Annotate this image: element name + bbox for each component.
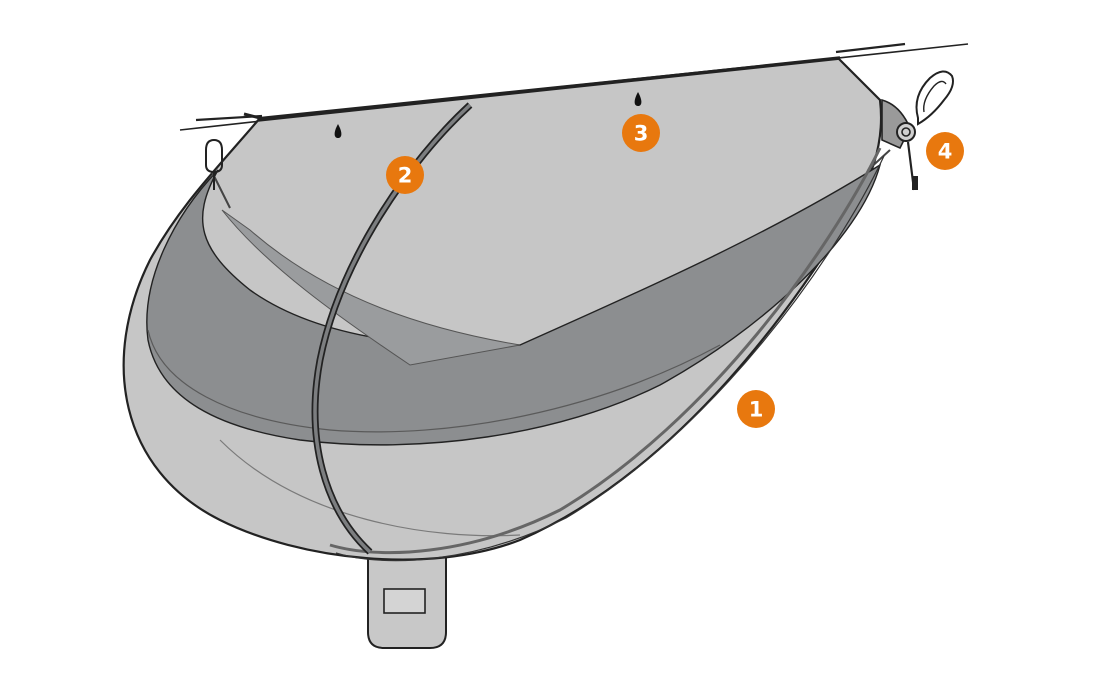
drip-loop-icon — [334, 92, 642, 138]
carabiner-icon — [205, 138, 223, 190]
callout-4-label: 4 — [938, 140, 953, 164]
hammock-lower-hem — [147, 329, 721, 433]
callout-3-badge — [622, 114, 660, 152]
callout-1: 1 — [737, 390, 775, 428]
callout-1-badge — [737, 390, 775, 428]
stuff-sack-icon — [367, 539, 447, 649]
cord-lock-icon — [912, 176, 918, 190]
callout-2-badge — [386, 156, 424, 194]
hammock-inner-fold — [221, 209, 521, 366]
zipper-edge-highlight — [335, 155, 885, 562]
callout-2-label: 2 — [398, 164, 413, 188]
lower-mesh-seam — [219, 439, 521, 537]
end-carabiner-cinch — [881, 70, 954, 191]
callout-2: 2 — [386, 156, 424, 194]
callout-3: 3 — [622, 114, 660, 152]
callout-4-badge — [926, 132, 964, 170]
callout-4: 4 — [926, 132, 964, 170]
zipper-edge — [329, 147, 882, 555]
callout-1-label: 1 — [749, 398, 764, 422]
left-cord-lock-icon — [243, 112, 261, 120]
callout-3-label: 3 — [634, 122, 649, 146]
right-line-tie — [835, 42, 906, 54]
top-edge-binding — [257, 56, 841, 122]
hammock-body — [146, 163, 882, 446]
